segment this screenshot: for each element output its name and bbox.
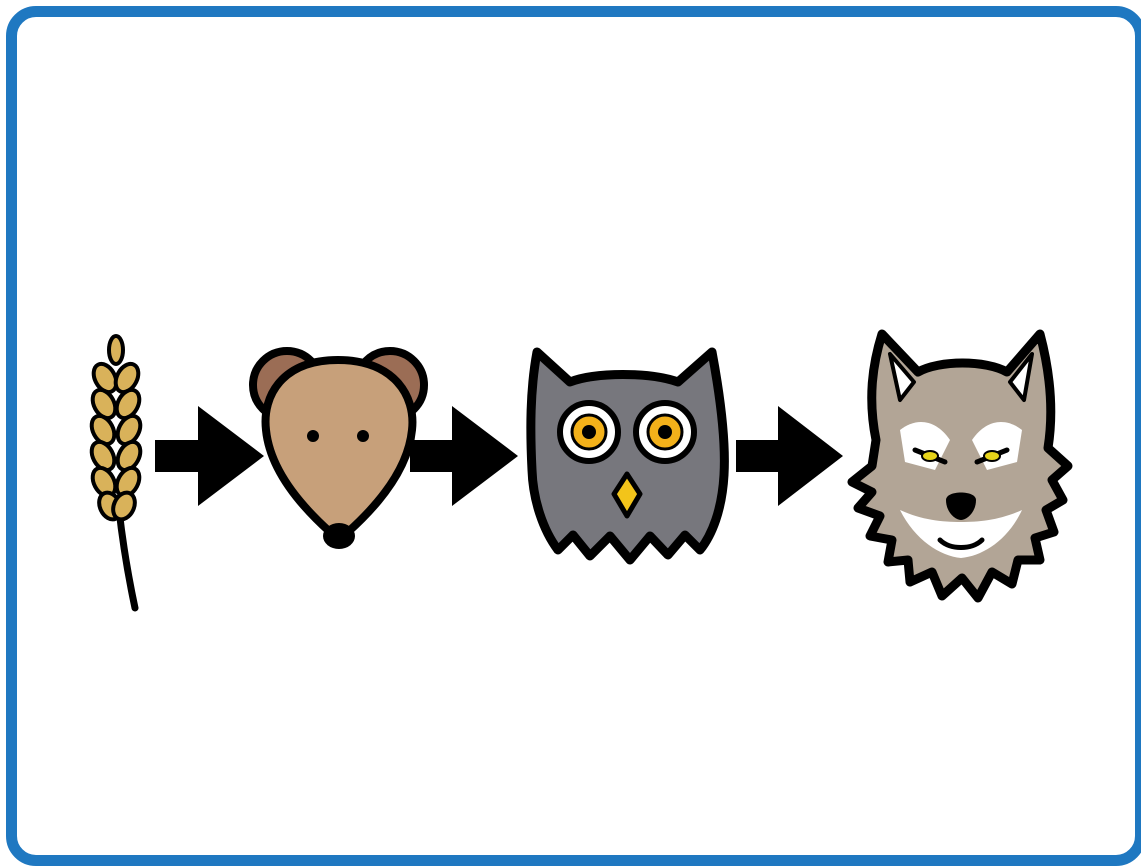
owl-icon — [531, 352, 725, 560]
arrow-right-icon — [155, 406, 264, 506]
mouse-icon — [253, 351, 424, 549]
arrow-right-icon — [736, 406, 843, 506]
wheat-icon — [87, 336, 145, 608]
wolf-icon — [852, 334, 1068, 598]
arrow-right-icon — [410, 406, 518, 506]
